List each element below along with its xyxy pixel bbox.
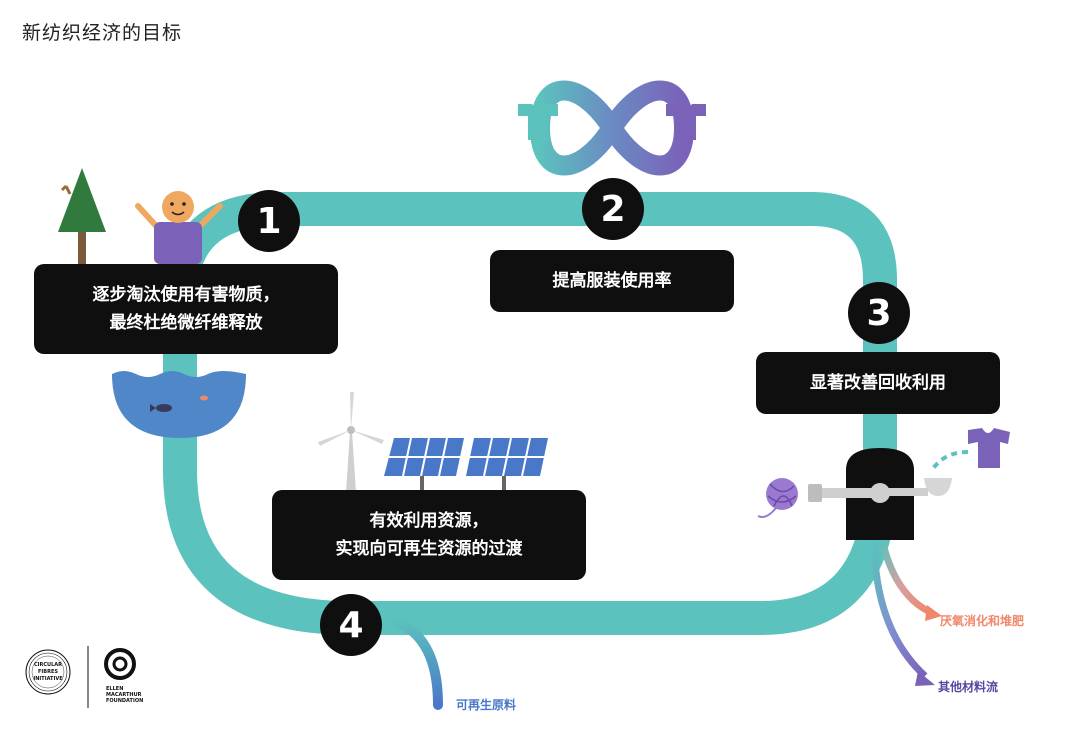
step4-box: 有效利用资源， 实现向可再生资源的过渡 [272,490,586,580]
other-materials-stream [870,539,928,679]
renewable-feedstock-label: 可再生原料 [456,698,517,712]
page-title: 新纺织经济的目标 [22,22,183,44]
other-materials-arrowhead [915,671,935,686]
ellen-macarthur-logo [104,648,136,680]
person-icon [135,191,223,264]
renewable-feed-stream [387,615,443,710]
anaerobic-arrowhead [925,605,942,621]
tree-icon [58,168,106,266]
emf-logo-line3: FOUNDATION [106,698,143,704]
circular-fibres-logo [25,649,71,695]
step2-box: 提高服装使用率 [490,250,734,312]
anaerobic-compost-label: 厌氧消化和堆肥 [940,614,1025,628]
emf-logo-line2: MACARTHUR [106,692,142,698]
shirt-to-machine-arrow [930,450,969,472]
used-shirt-icon [968,428,1010,468]
step1-box: 逐步淘汰使用有害物质， 最终杜绝微纤维释放 [34,264,338,354]
step1-line2: 最终杜绝微纤维释放 [109,313,263,333]
wind-turbine-icon [318,392,384,492]
cfi-logo-line3: INITIATIVE [33,676,63,682]
solar-panel-icon-left [384,437,464,490]
step3-line1: 显著改善回收利用 [810,373,946,393]
water-bowl-icon [112,371,246,438]
step2-number: 2 [582,178,644,240]
other-materials-label: 其他材料流 [938,680,999,694]
step1-number: 1 [238,190,300,252]
cfi-logo-line1: CIRCULAR [34,662,62,668]
step4-line1: 有效利用资源， [369,511,489,531]
step4-number: 4 [320,594,382,656]
step3-number: 3 [848,282,910,344]
shirt-icon-right [666,104,706,140]
shirt-icon-left [518,104,558,140]
emf-logo-line1: ELLEN [106,686,123,692]
step2-line1: 提高服装使用率 [552,271,672,291]
step1-line1: 逐步淘汰使用有害物质， [92,285,280,305]
recycling-machine-icon [808,448,952,540]
cfi-logo-line2: FIBRES [38,669,58,675]
anaerobic-stream [878,539,932,616]
infinity-icon [529,80,695,176]
step3-box: 显著改善回收利用 [756,352,1000,414]
solar-panel-icon-right [466,437,548,490]
yarn-ball-icon [757,478,798,518]
step4-line2: 实现向可再生资源的过渡 [335,539,523,559]
